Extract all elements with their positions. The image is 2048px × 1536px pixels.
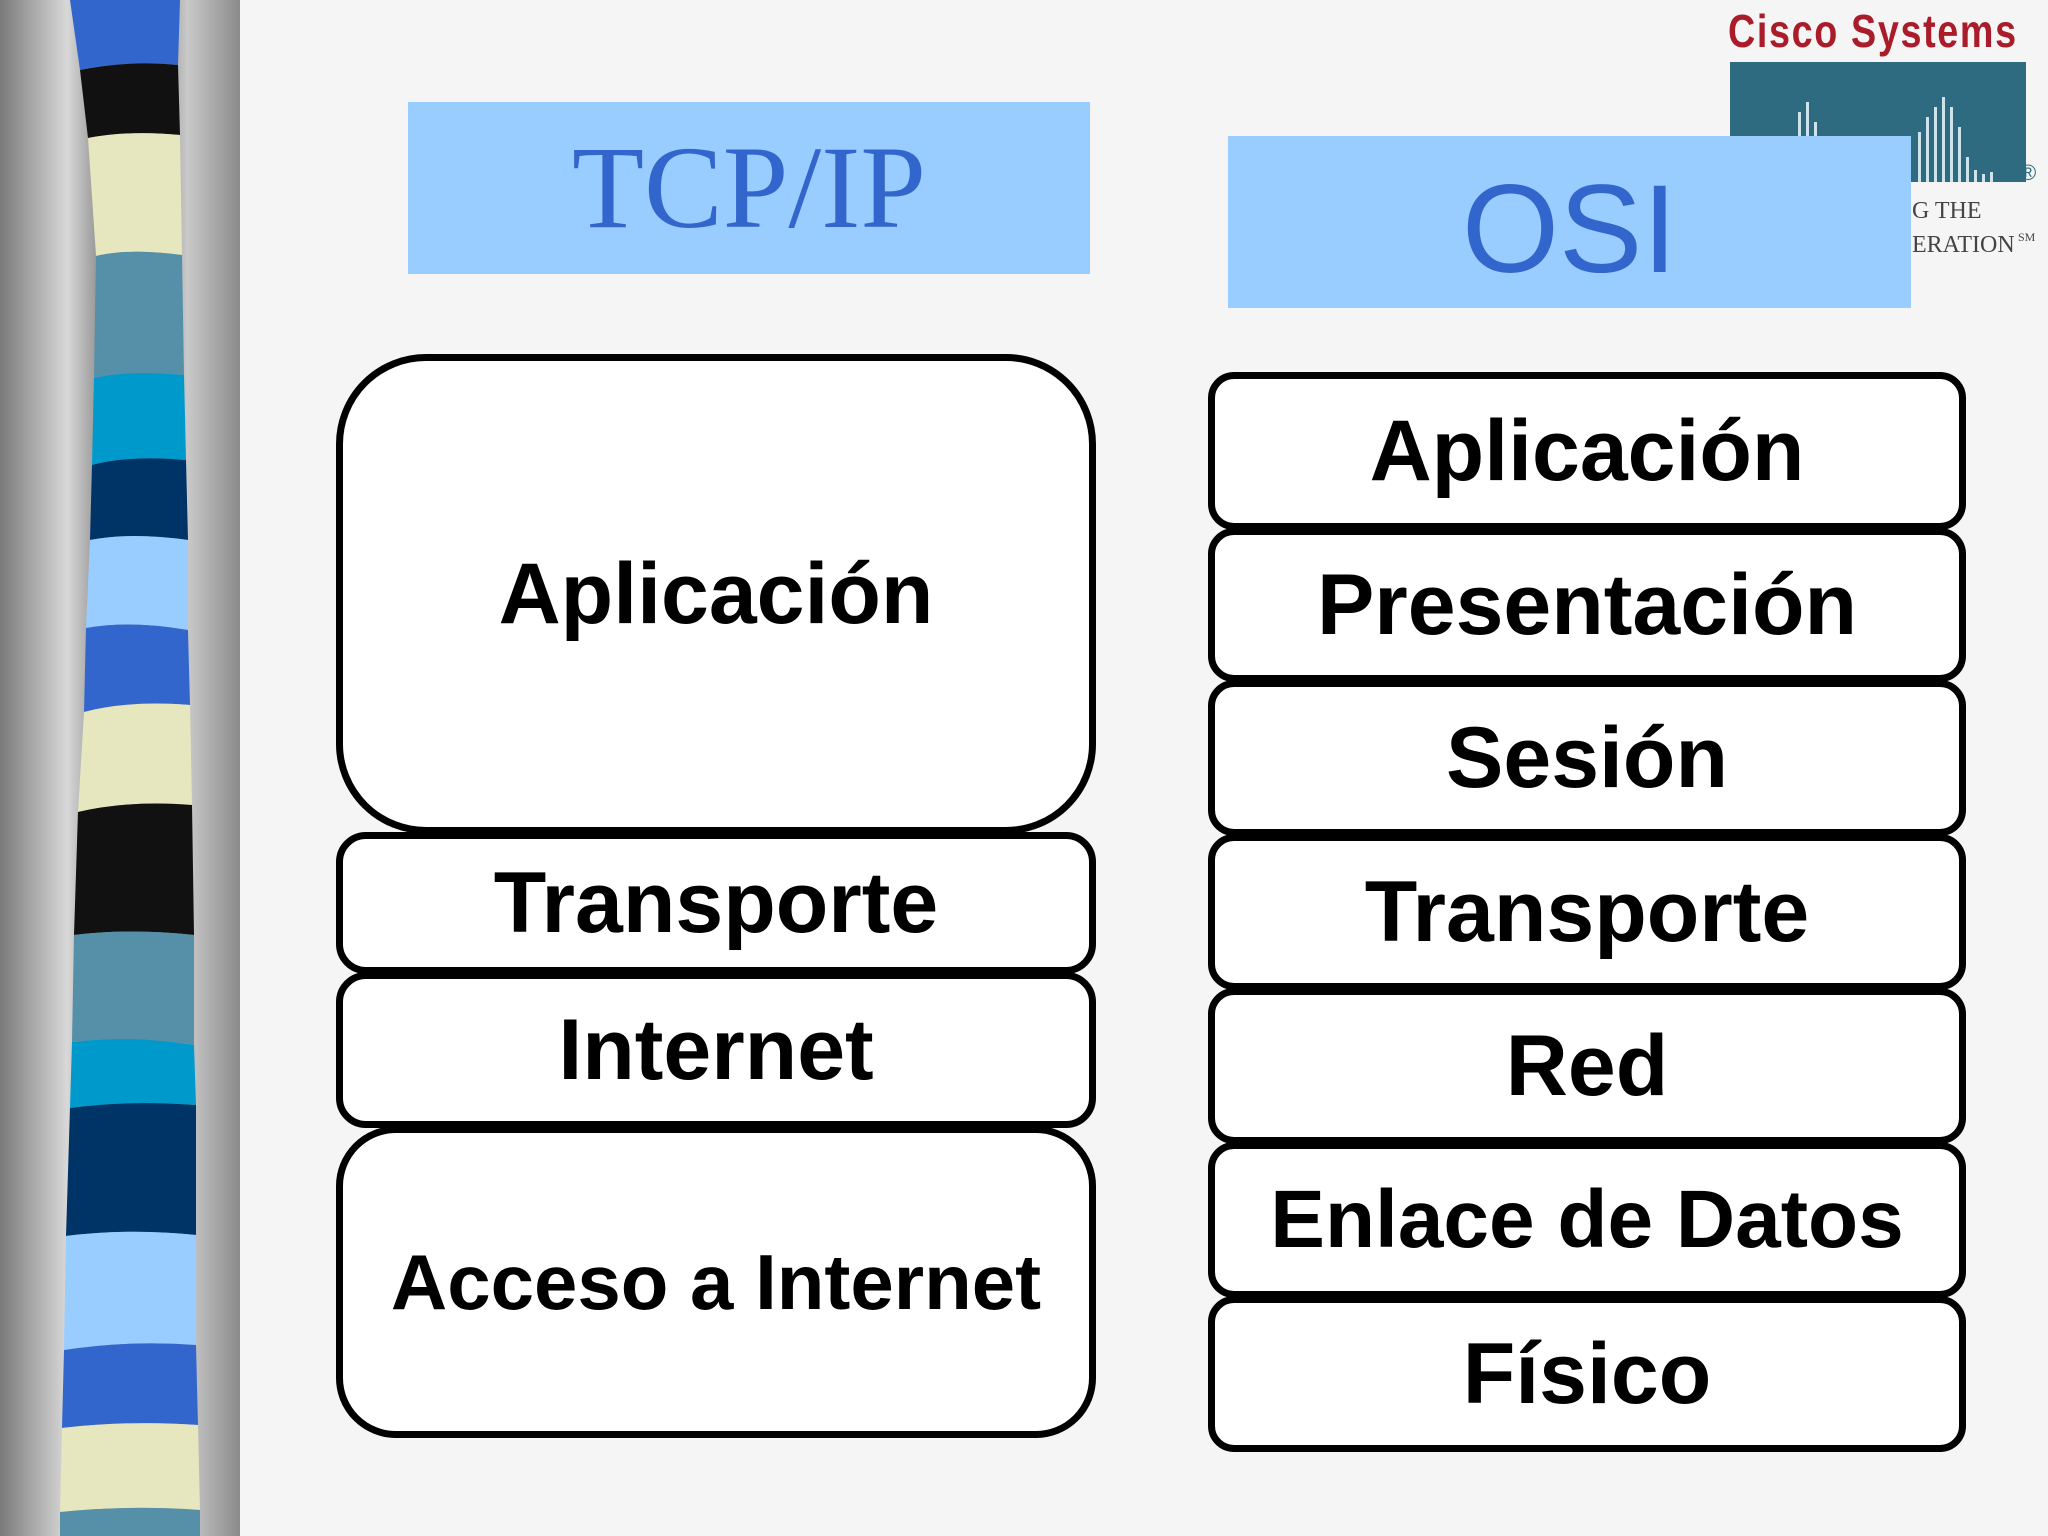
tcpip-layer-application: Aplicación <box>336 354 1096 834</box>
osi-title: OSI <box>1228 136 1911 308</box>
left-decorative-stripes <box>60 0 200 1536</box>
osi-layer-data-link: Enlace de Datos <box>1208 1142 1966 1298</box>
osi-layer-network: Red <box>1208 988 1966 1144</box>
osi-layer-presentation: Presentación <box>1208 528 1966 682</box>
tcpip-layer-network-access: Acceso a Internet <box>336 1126 1096 1438</box>
tcpip-layer-internet: Internet <box>336 972 1096 1128</box>
cisco-logo-wordmark: Cisco Systems <box>1728 5 2018 57</box>
cisco-tagline-line2: ERATION <box>1912 232 2015 258</box>
osi-layer-transport: Transporte <box>1208 834 1966 990</box>
cisco-service-mark: SM <box>2018 230 2036 244</box>
cisco-registered-mark: ® <box>2020 160 2037 185</box>
osi-layer-physical: Físico <box>1208 1296 1966 1452</box>
osi-layer-session: Sesión <box>1208 680 1966 836</box>
osi-layer-application: Aplicación <box>1208 372 1966 530</box>
tcpip-title: TCP/IP <box>408 102 1090 274</box>
cisco-tagline-line1: G THE <box>1912 198 1982 224</box>
tcpip-layer-transport: Transporte <box>336 832 1096 974</box>
cisco-bridge-bars-icon <box>1798 97 1993 182</box>
